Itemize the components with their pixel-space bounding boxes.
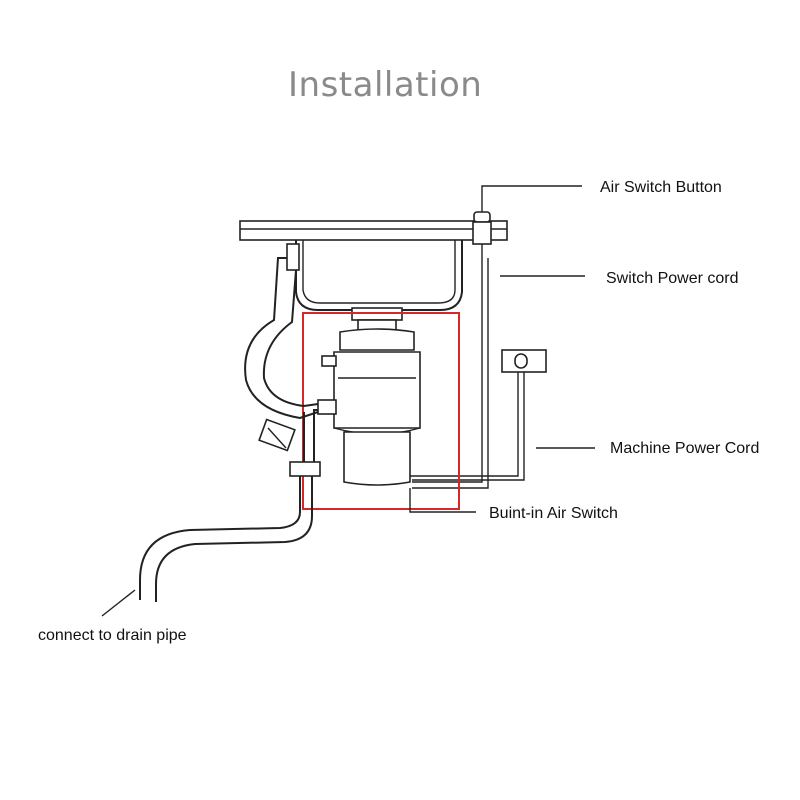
drain-pipe xyxy=(139,409,321,602)
label-switch-power-cord: Switch Power cord xyxy=(606,270,739,287)
hose-clamp-icon xyxy=(258,418,296,452)
air-switch-button-icon xyxy=(472,211,492,258)
label-drain-pipe: connect to drain pipe xyxy=(38,627,187,644)
highlight-box xyxy=(302,312,460,510)
food-waste-disposer xyxy=(317,307,421,486)
sink-basin xyxy=(295,240,463,311)
leader-air-switch-button xyxy=(481,185,582,212)
label-built-in-air-switch: Buint-in Air Switch xyxy=(489,505,618,522)
dishwasher-hose xyxy=(244,243,319,420)
wall-outlet-icon xyxy=(501,349,547,373)
label-machine-power-cord: Machine Power Cord xyxy=(610,440,759,457)
machine-power-cord xyxy=(410,372,519,477)
leader-built-in-air-switch xyxy=(409,488,476,513)
leader-drain-pipe xyxy=(101,589,136,617)
switch-power-cord xyxy=(412,258,483,483)
label-air-switch-button: Air Switch Button xyxy=(600,179,722,196)
countertop xyxy=(239,220,508,241)
page-title: Installation xyxy=(288,65,482,105)
